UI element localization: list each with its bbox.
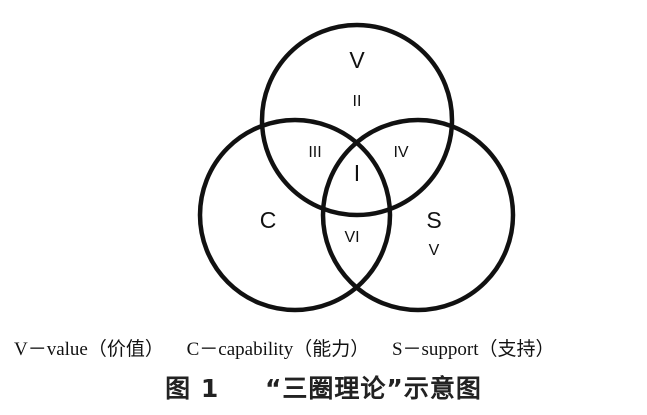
circle-s	[320, 117, 516, 313]
circle-v	[259, 22, 455, 218]
circle-label-s: S	[426, 207, 441, 233]
circle-label-c: C	[260, 207, 277, 233]
circle-c	[197, 117, 393, 313]
figure-caption: 图 1 “三圈理论”示意图	[0, 369, 647, 405]
region-label-v-s: IV	[393, 144, 408, 161]
legend: V－value（价值） C－capability（能力） S－support（支…	[14, 334, 644, 362]
region-label-center: I	[354, 160, 360, 186]
legend-item-capability: C－capability（能力）	[186, 339, 370, 360]
legend-item-value: V－value（价值）	[14, 339, 164, 360]
region-label-v-c: III	[308, 144, 321, 161]
venn-diagram: V C S II III IV I VI V	[197, 22, 516, 313]
figure-title: “三圈理论”示意图	[264, 374, 482, 403]
region-label-c-s: VI	[344, 229, 359, 246]
legend-item-support: S－support（支持）	[391, 339, 555, 360]
region-label-v-only: II	[353, 93, 362, 110]
figure-number: 图 1	[165, 374, 220, 403]
circle-label-v: V	[349, 47, 365, 73]
region-label-s-only: V	[429, 242, 440, 259]
